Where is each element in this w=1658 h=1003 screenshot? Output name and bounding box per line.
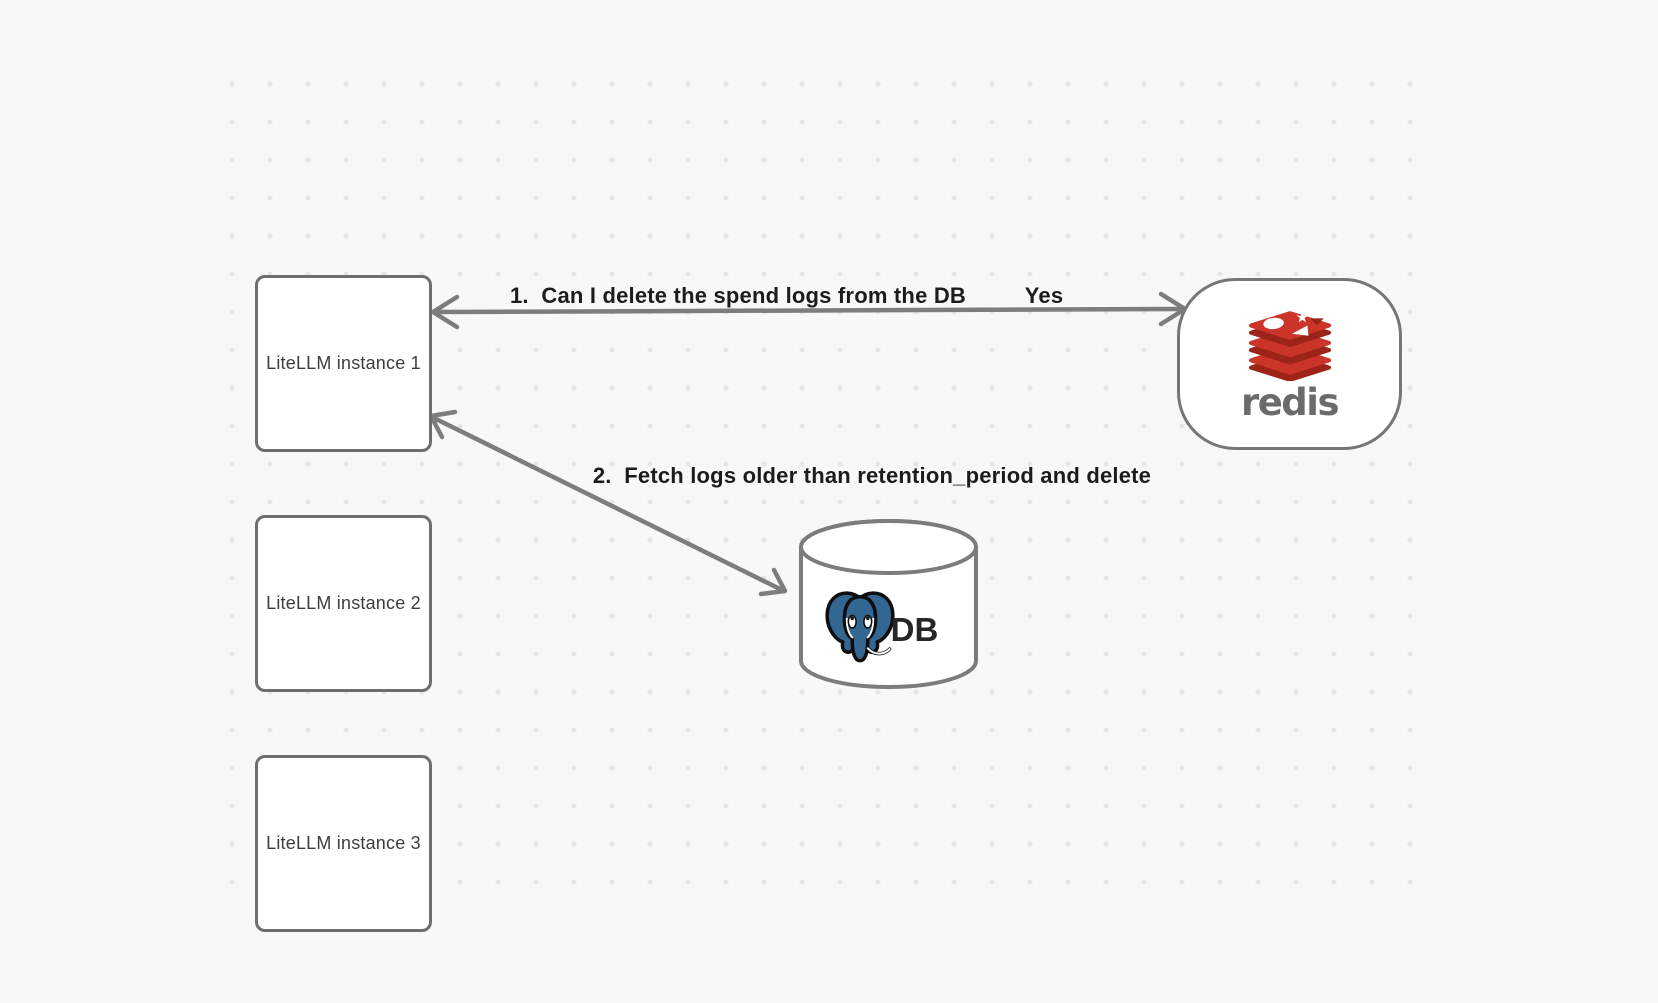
node-db[interactable]: DB	[798, 518, 979, 690]
node-label: LiteLLM instance 2	[266, 593, 421, 613]
redis-wordmark: redis	[1240, 381, 1340, 424]
postgresql-logo-icon	[821, 589, 899, 672]
edge-label-2[interactable]: 2. Fetch logs older than retention_perio…	[592, 463, 1152, 488]
edge-label-1[interactable]: 1. Can I delete the spend logs from the …	[509, 283, 967, 308]
node-label: LiteLLM instance 1	[266, 353, 421, 373]
db-label: DB	[890, 611, 939, 648]
node-litellm-instance-3[interactable]: LiteLLM instance 3	[255, 755, 432, 932]
redis-logo-icon	[1248, 311, 1331, 386]
node-litellm-instance-1[interactable]: LiteLLM instance 1	[255, 275, 432, 452]
edge-label-1-response[interactable]: Yes	[1024, 283, 1064, 308]
node-label: LiteLLM instance 3	[266, 833, 421, 853]
node-litellm-instance-2[interactable]: LiteLLM instance 2	[255, 515, 432, 692]
node-redis[interactable]: redis	[1177, 278, 1402, 450]
